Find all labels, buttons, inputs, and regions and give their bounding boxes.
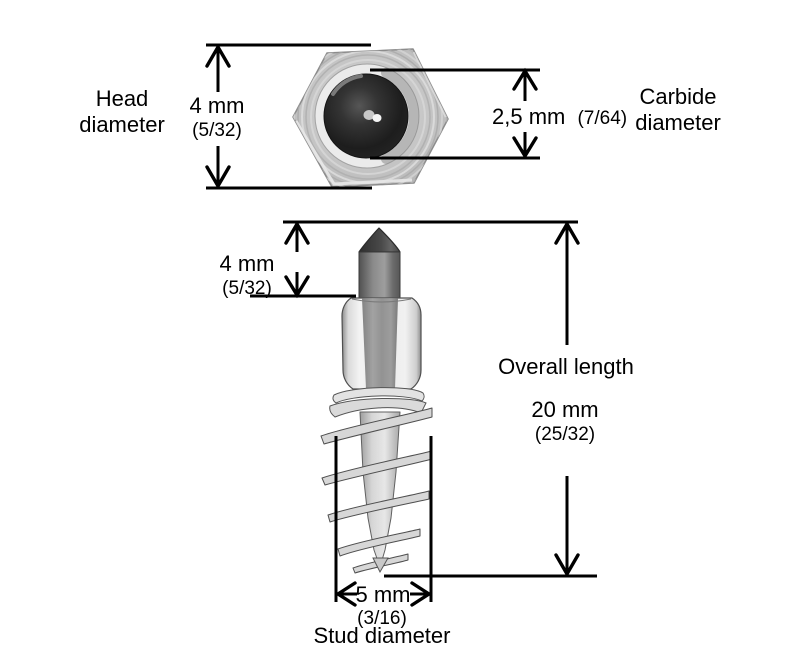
head-diameter-dimension (205, 43, 372, 190)
tip-height-dimension (250, 220, 578, 299)
carbide-diameter-mm: 2,5 mm (492, 104, 566, 129)
head-diameter-label-line1: Head (95, 86, 149, 111)
head-diameter-label-line2: diameter (79, 112, 165, 137)
head-diameter-label: Head diameter (48, 86, 196, 138)
carbide-pin (358, 251, 401, 299)
carbide-tip-cone (358, 227, 401, 253)
stud-diameter-label: Stud diameter (313, 623, 451, 648)
overall-length-mm: 20 mm (531, 397, 599, 422)
carbide-diameter-dimension (370, 67, 540, 160)
overall-length-label: Overall length (498, 354, 634, 379)
stud-diameter-fraction: (3/16) (357, 608, 407, 629)
recess-shadow (381, 68, 420, 164)
screw-tip (372, 557, 389, 574)
head-diameter-mm: 4 mm (189, 93, 245, 118)
carbide-center-glint (372, 114, 382, 122)
tip-height-fraction: (5/32) (222, 278, 272, 299)
stud-side-view-image (320, 227, 433, 574)
tip-height-mm: 4 mm (219, 251, 275, 276)
tip-height-value: 4 mm (5/32) (206, 251, 288, 300)
head-diameter-fraction: (5/32) (192, 120, 242, 141)
stud-body-core-band (362, 298, 398, 389)
carbide-center-spot (363, 110, 375, 120)
stud-top-view-image (292, 48, 449, 188)
carbide-diameter-label-line1: Carbide (639, 84, 717, 109)
stud-diameter-dimension (334, 436, 433, 607)
overall-length-dimension (384, 220, 597, 578)
carbide-diameter-label: Carbide diameter (618, 84, 738, 136)
head-diameter-value: 4 mm (5/32) (176, 93, 258, 142)
overall-length-value: 20 mm (25/32) (505, 397, 625, 446)
carbide-diameter-fraction: (7/64) (577, 108, 628, 129)
screw-threads (320, 407, 433, 574)
carbide-diameter-value: 2,5 mm (7/64) (492, 104, 627, 130)
carbide-highlight (331, 74, 363, 96)
body-top-edge (351, 298, 412, 303)
carbide-diameter-label-line2: diameter (635, 110, 721, 135)
overall-length-fraction: (25/32) (534, 424, 596, 445)
stud-diameter-value: 5 mm (355, 582, 411, 607)
stud-collar-ridge-2 (329, 398, 427, 418)
